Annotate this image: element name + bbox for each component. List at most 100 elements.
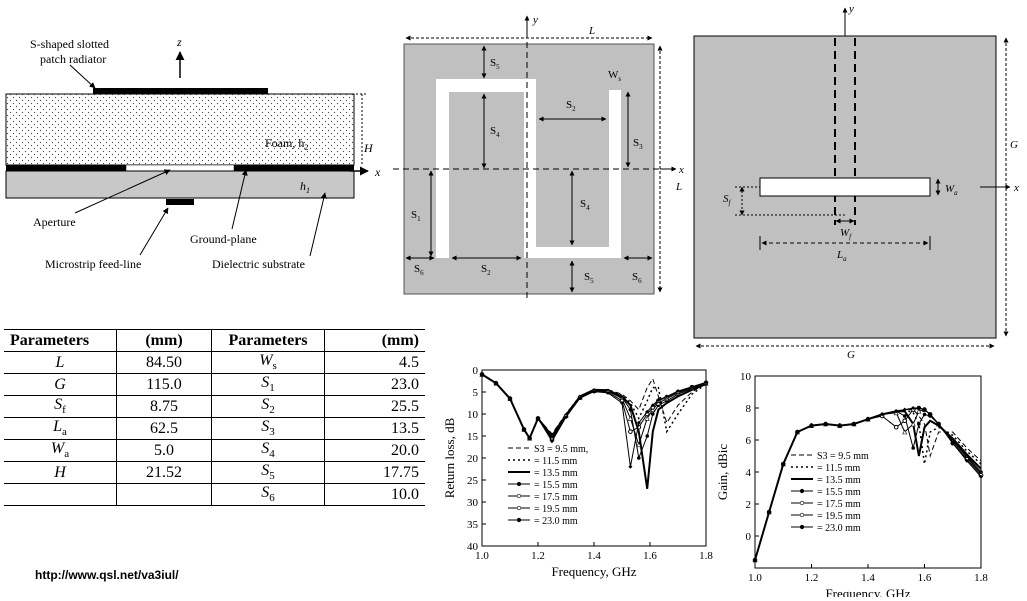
value-cell — [116, 483, 212, 506]
value-cell: 23.0 — [324, 373, 425, 396]
svg-text:Sf: Sf — [723, 193, 732, 207]
x-tick-label: 1.6 — [918, 572, 932, 584]
data-point — [795, 430, 800, 434]
patch-title-line1: S-shaped slotted — [30, 37, 109, 51]
svg-text:S4: S4 — [490, 125, 500, 139]
x-tick-label: 1.2 — [531, 550, 545, 562]
legend-label: = 11.5 mm — [534, 456, 578, 467]
data-point — [902, 418, 908, 424]
data-point — [664, 394, 669, 399]
substrate-label: Dielectric substrate — [212, 257, 305, 271]
data-point — [964, 458, 969, 463]
svg-text:S6: S6 — [632, 271, 642, 285]
data-point — [928, 412, 933, 417]
param-cell: S1 — [211, 373, 325, 396]
data-point — [922, 407, 927, 412]
value-cell: 5.0 — [116, 439, 212, 462]
x-tick-label: 1.0 — [748, 572, 762, 584]
value-cell: 10.0 — [324, 483, 425, 506]
aperture-slot — [759, 177, 931, 197]
y-axis-label: Gain, dBic — [715, 444, 730, 501]
col-header: (mm) — [116, 329, 212, 352]
x-tick-label: 1.6 — [643, 550, 657, 562]
data-point — [508, 396, 512, 401]
data-point — [767, 510, 772, 514]
svg-text:h1: h1 — [300, 179, 310, 195]
series-line — [481, 373, 707, 441]
patch-axis-x: x — [678, 164, 684, 176]
series-line — [754, 410, 982, 561]
G-right-label: G — [1010, 139, 1018, 151]
legend-marker — [799, 524, 805, 530]
series-line — [754, 407, 982, 561]
legend-marker — [799, 488, 805, 494]
series-line — [481, 373, 707, 440]
data-point — [645, 434, 649, 438]
data-point — [823, 422, 828, 426]
value-cell: 62.5 — [116, 417, 212, 440]
H-label: H — [363, 141, 374, 155]
y-tick-label: 10 — [467, 409, 479, 421]
value-cell: 8.75 — [116, 395, 212, 418]
data-point — [917, 422, 921, 426]
data-point — [650, 403, 655, 408]
y-tick-label: 40 — [467, 541, 479, 553]
value-cell: 17.75 — [324, 461, 425, 484]
legend-label: = 11.5 mm — [817, 463, 861, 474]
y-tick-label: 4 — [746, 467, 752, 479]
y-tick-label: 35 — [467, 519, 479, 531]
axis-z-label: z — [176, 35, 182, 49]
legend-marker — [799, 500, 805, 506]
param-cell: S3 — [211, 417, 325, 440]
patch-title-line2: patch radiator — [40, 52, 106, 66]
param-cell: G — [4, 373, 117, 396]
x-tick-label: 1.4 — [861, 572, 875, 584]
legend-marker — [799, 512, 805, 518]
col-header: Parameters — [211, 329, 325, 352]
value-cell: 20.0 — [324, 439, 425, 462]
foam-layer — [5, 93, 355, 166]
param-cell: La — [4, 417, 117, 440]
y-tick-label: 5 — [473, 387, 479, 399]
data-point — [837, 423, 842, 428]
data-point — [606, 390, 610, 395]
legend-label: S3 = 9.5 mm, — [534, 444, 588, 455]
param-cell: S6 — [211, 483, 325, 506]
svg-text:Wf: Wf — [840, 227, 852, 241]
data-point — [979, 474, 983, 479]
series-line — [754, 407, 982, 561]
data-point — [480, 372, 484, 377]
data-point — [644, 415, 650, 421]
param-cell: S4 — [211, 439, 325, 462]
L-side-label: L — [675, 181, 682, 193]
value-cell: 4.5 — [324, 351, 425, 374]
svg-text:S3: S3 — [633, 137, 643, 151]
value-cell: 25.5 — [324, 395, 425, 418]
y-tick-label: 30 — [467, 497, 479, 509]
svg-text:S6: S6 — [414, 263, 424, 277]
legend-label: = 15.5 mm — [817, 487, 861, 498]
data-point — [676, 389, 680, 394]
col-header: Parameters — [4, 329, 117, 352]
y-tick-label: 25 — [467, 475, 479, 487]
y-axis-label: Return loss, dB — [442, 417, 457, 498]
data-point — [922, 412, 927, 417]
y-tick-label: 15 — [467, 431, 479, 443]
data-point — [645, 409, 650, 414]
data-point — [704, 380, 708, 385]
aperture-axis-x: x — [1013, 182, 1019, 194]
source-url: http://www.qsl.net/va3iul/ — [35, 568, 179, 582]
legend-marker — [516, 505, 522, 511]
data-point — [893, 424, 899, 430]
param-cell: S5 — [211, 461, 325, 484]
data-point — [936, 422, 941, 426]
data-point — [851, 422, 856, 426]
data-point — [880, 412, 885, 417]
data-point — [636, 420, 641, 425]
data-point — [628, 464, 633, 469]
param-cell: Wa — [4, 439, 117, 462]
ground-plane-left — [6, 165, 126, 171]
param-cell — [4, 483, 117, 506]
